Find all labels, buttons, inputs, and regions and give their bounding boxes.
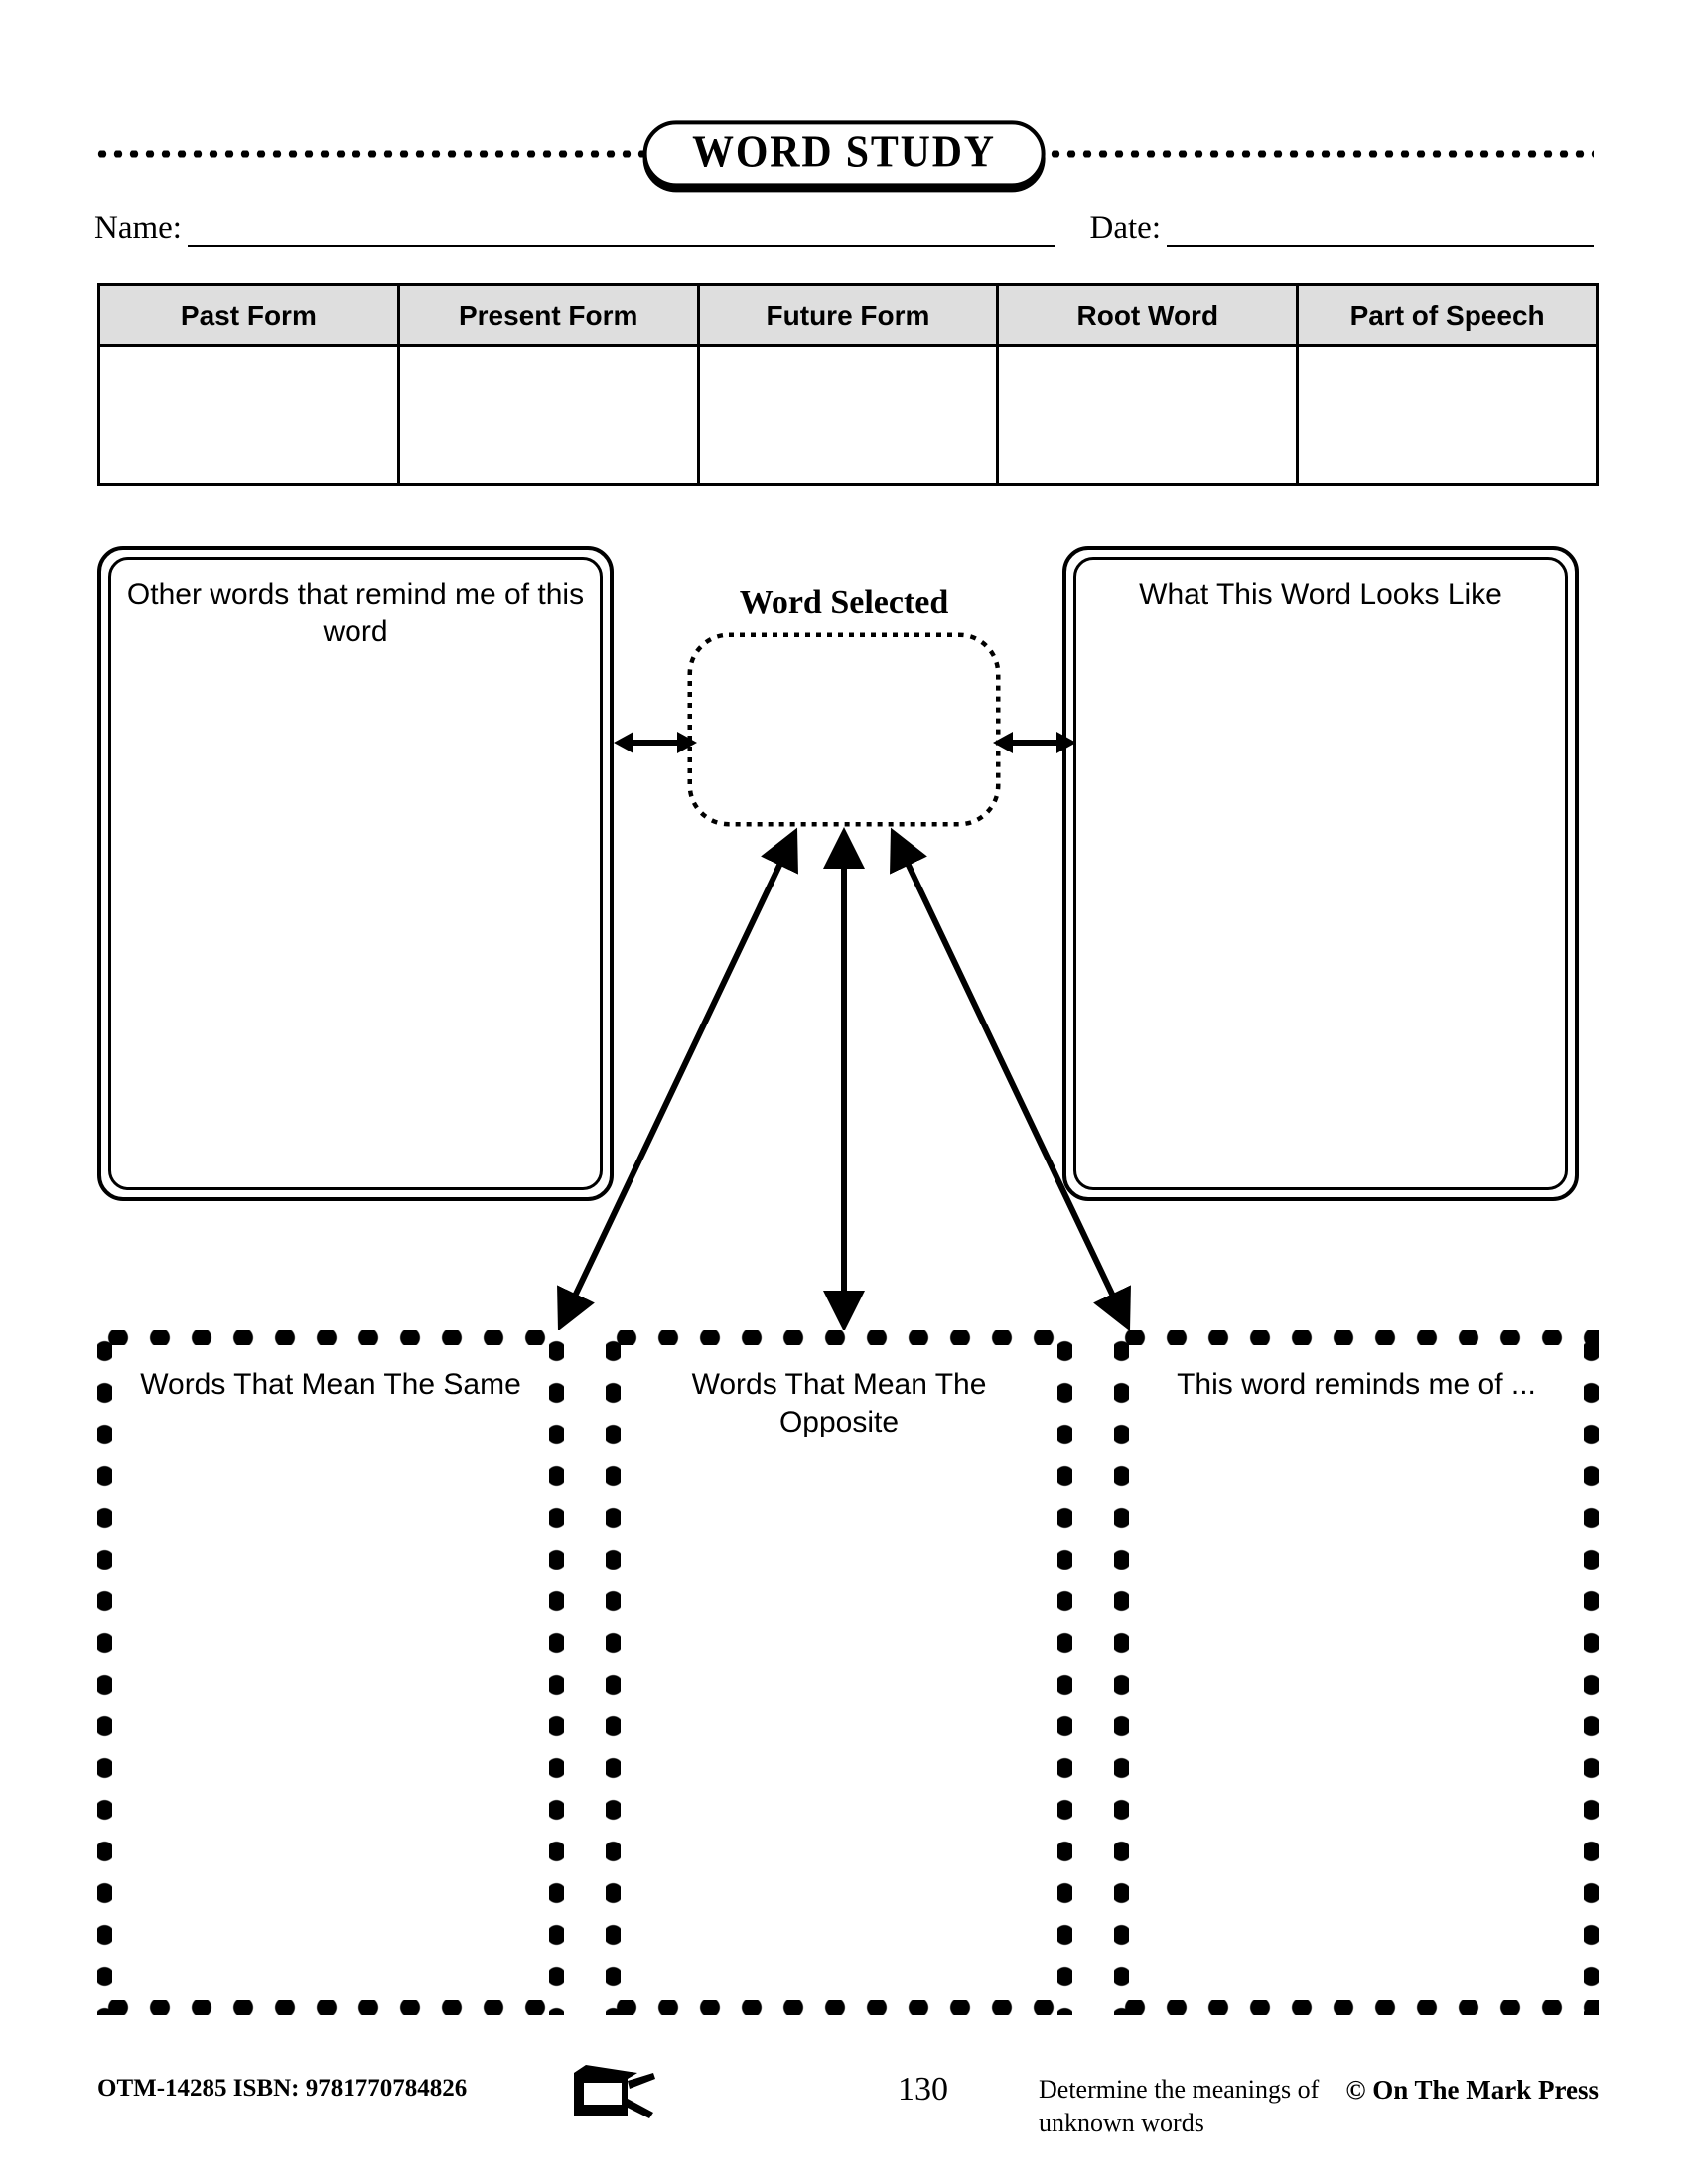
title-pill: WORD STUDY (642, 120, 1046, 188)
column-header-root-word: Root Word (996, 283, 1300, 347)
ticked-border-decoration (687, 632, 1001, 827)
column-header-present-form: Present Form (396, 283, 700, 347)
left-double-arrow (614, 728, 697, 762)
dotted-edge-right (1584, 1330, 1599, 2015)
word-reminds-box[interactable]: This word reminds me of ... (1114, 1330, 1599, 2015)
table-header-row: Past Form Present Form Future Form Root … (97, 283, 1599, 347)
what-word-looks-like-box-label: What This Word Looks Like (1139, 578, 1502, 611)
dotted-edge-bottom (97, 2000, 564, 2015)
dotted-edge-right (549, 1330, 564, 2015)
dotted-edge-left (1114, 1330, 1129, 2015)
word-selected-title: Word Selected (739, 584, 949, 620)
publisher-logo-icon (572, 2059, 657, 2125)
dotted-edge-top (1114, 1330, 1599, 1345)
arrow-to-same-box (557, 827, 798, 1330)
word-reminds-box-label: This word reminds me of ... (1177, 1368, 1536, 1401)
dotted-edge-left (97, 1330, 112, 2015)
page-title: WORD STUDY (692, 126, 996, 177)
date-input[interactable] (1167, 213, 1594, 247)
words-opposite-box[interactable]: Words That Mean The Opposite (606, 1330, 1072, 2015)
name-input[interactable] (187, 213, 1055, 247)
column-header-part-of-speech: Part of Speech (1296, 283, 1599, 347)
name-date-row: Name: Date: (94, 210, 1594, 247)
dotted-edge-left (606, 1330, 621, 2015)
dotted-edge-top (606, 1330, 1072, 1345)
footer-description: Determine the meanings of unknown words (1039, 2075, 1320, 2138)
words-same-box[interactable]: Words That Mean The Same (97, 1330, 564, 2015)
page-number: 130 (898, 2071, 948, 2108)
dotted-edge-right (1057, 1330, 1072, 2015)
cell-part-of-speech[interactable] (1296, 344, 1599, 486)
dotted-edge-bottom (1114, 2000, 1599, 2015)
column-header-future-form: Future Form (696, 283, 1000, 347)
word-selected-input-box[interactable] (687, 632, 1001, 827)
fan-arrows (557, 827, 1131, 1330)
other-words-box-label: Other words that remind me of this word (126, 578, 585, 649)
right-double-arrow (993, 728, 1076, 762)
cell-future-form[interactable] (696, 344, 1000, 486)
cell-present-form[interactable] (396, 344, 700, 486)
dotted-edge-top (97, 1330, 564, 1345)
title-band: WORD STUDY (94, 119, 1594, 189)
date-label: Date: (1089, 210, 1161, 246)
copyright-text: © On The Mark Press (1345, 2075, 1599, 2105)
table-row (97, 344, 1599, 486)
words-same-box-label: Words That Mean The Same (140, 1368, 521, 1401)
arrow-to-reminds-box (890, 827, 1131, 1330)
dotted-edge-bottom (606, 2000, 1072, 2015)
words-opposite-box-label: Words That Mean The Opposite (691, 1368, 987, 1439)
isbn-text: OTM-14285 ISBN: 9781770784826 (97, 2075, 468, 2102)
column-header-past-form: Past Form (97, 283, 400, 347)
word-forms-table: Past Form Present Form Future Form Root … (97, 283, 1599, 486)
cell-past-form[interactable] (97, 344, 400, 486)
page-footer: OTM-14285 ISBN: 9781770784826 130 Determ… (97, 2057, 1599, 2166)
name-label: Name: (94, 210, 182, 246)
word-map-diagram: Other words that remind me of this word … (0, 536, 1688, 1330)
cell-root-word[interactable] (996, 344, 1300, 486)
